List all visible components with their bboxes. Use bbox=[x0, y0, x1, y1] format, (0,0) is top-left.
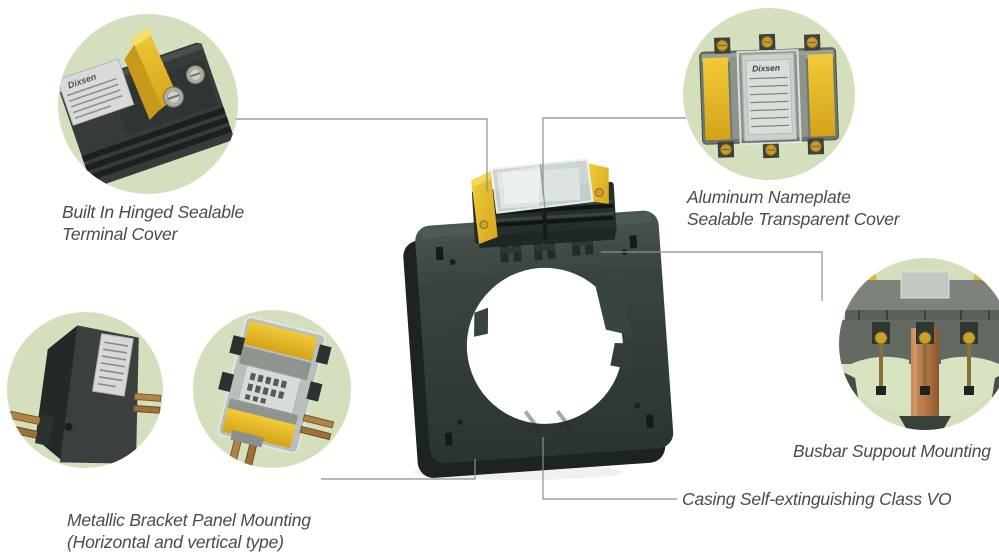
label-nameplate: Aluminum Nameplate Sealable Transparent … bbox=[687, 186, 900, 230]
busbar-bolt bbox=[916, 322, 934, 395]
seal-screws-row bbox=[714, 33, 825, 159]
hinged-cover-open bbox=[124, 27, 178, 121]
yellow-cover-right bbox=[807, 53, 836, 137]
nameplate-small bbox=[237, 364, 302, 415]
terminal-screw bbox=[185, 65, 205, 85]
aluminum-nameplate: Dixsen bbox=[741, 52, 798, 142]
label-bracket: Metallic Bracket Panel Mounting (Horizon… bbox=[67, 509, 311, 553]
seal-screw bbox=[479, 220, 489, 230]
transparent-cover-outline bbox=[736, 48, 802, 146]
busbar-bolt bbox=[960, 322, 978, 395]
bracket-horizontal-photo-circle bbox=[7, 312, 163, 468]
label-line: Busbar Suppout Mounting bbox=[793, 441, 991, 461]
terminal-cover-photo-circle: Dixsen bbox=[58, 14, 238, 194]
label-terminal-cover: Built In Hinged Sealable Terminal Cover bbox=[62, 201, 244, 245]
label-line: Built In Hinged Sealable bbox=[62, 202, 244, 222]
bracket-foot bbox=[133, 392, 162, 414]
bracket-vertical-photo-circle bbox=[193, 310, 351, 468]
spec-sticker bbox=[91, 333, 134, 397]
ct-aperture bbox=[466, 267, 623, 424]
busbar-photo-circle bbox=[839, 258, 999, 430]
bracket-foot bbox=[8, 410, 55, 446]
brand-text: Dixsen bbox=[752, 63, 780, 74]
label-line: Aluminum Nameplate bbox=[687, 187, 851, 207]
busbar-bolt bbox=[872, 322, 890, 395]
label-busbar: Busbar Suppout Mounting bbox=[793, 440, 991, 462]
seal-screw bbox=[594, 188, 604, 198]
terminal-screw bbox=[162, 86, 184, 108]
yellow-cover-left bbox=[702, 57, 731, 141]
terminal-block bbox=[471, 158, 617, 248]
bracket-foot bbox=[228, 429, 264, 468]
label-line: Casing Self-extinguishing Class VO bbox=[682, 489, 952, 509]
label-line: Sealable Transparent Cover bbox=[687, 209, 900, 229]
label-line: Terminal Cover bbox=[62, 224, 178, 244]
main-product-photo bbox=[403, 158, 674, 480]
label-line: (Horizontal and vertical type) bbox=[67, 532, 284, 552]
label-line: Metallic Bracket Panel Mounting bbox=[67, 510, 311, 530]
yellow-cover bbox=[243, 320, 318, 361]
ct-body bbox=[403, 210, 674, 478]
nameplate-photo-circle: Dixsen bbox=[683, 8, 855, 180]
label-casing: Casing Self-extinguishing Class VO bbox=[682, 488, 952, 510]
yellow-cover bbox=[222, 408, 296, 449]
bracket-foot bbox=[299, 414, 335, 441]
nameplate-sticker: Dixsen bbox=[58, 58, 135, 126]
